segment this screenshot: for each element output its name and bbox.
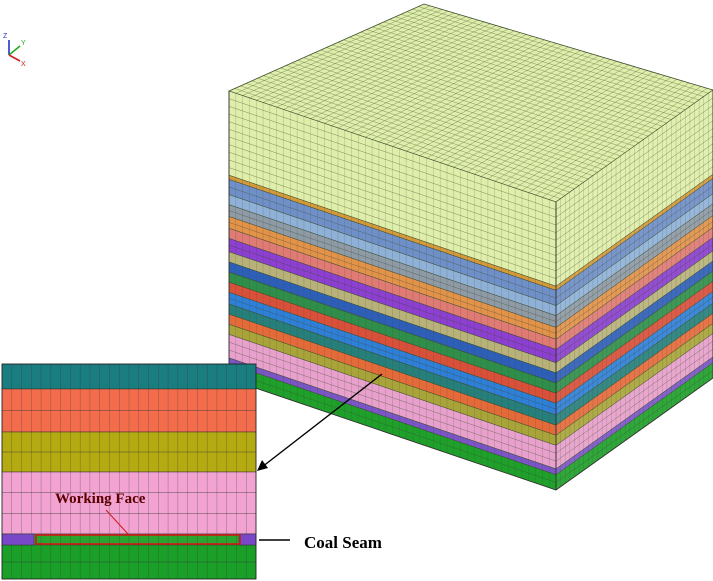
side-face-mesh (235, 93, 709, 488)
working-face-label: Working Face (55, 491, 146, 507)
inset-cross-section (1, 363, 257, 580)
axis-y-label: Y (21, 40, 26, 47)
working-face-leader (105, 509, 129, 535)
callout-arrow (257, 373, 383, 471)
top-face-mesh (234, 5, 709, 200)
coal-pillar-left (1, 533, 35, 546)
inset-mesh (11, 364, 247, 579)
working-face-outline (35, 534, 241, 545)
arrow-head-icon (257, 460, 268, 471)
axis-x-label: X (21, 61, 26, 68)
3d-mesh-block (227, 3, 713, 491)
coal-seam-label: Coal Seam (304, 533, 382, 552)
axis-triad-icon: Z Y X (3, 33, 26, 68)
coal-pillar-right (238, 533, 257, 546)
axis-z-label: Z (3, 33, 8, 40)
